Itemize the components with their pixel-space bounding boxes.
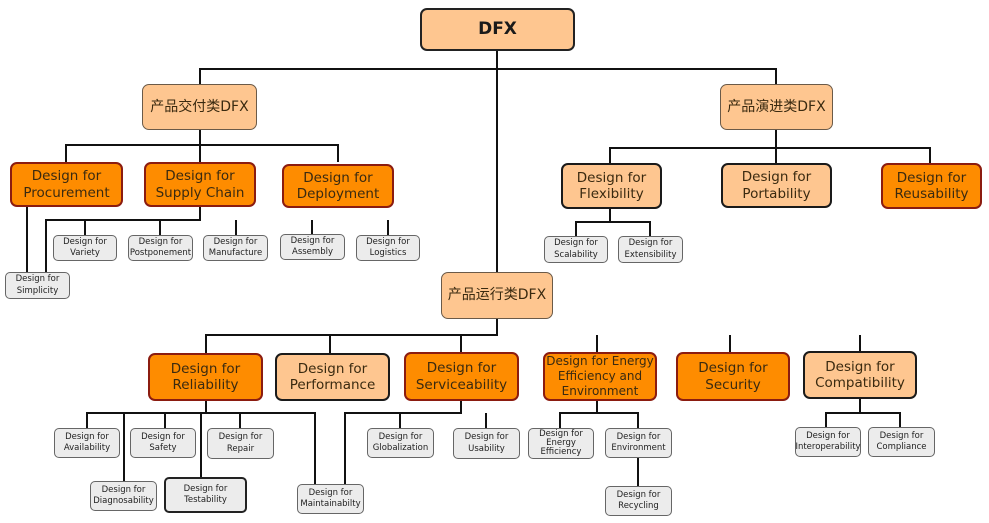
node-design-for-serviceability[interactable]: Design for Serviceability: [404, 352, 519, 401]
leaf-design-for-simplicity[interactable]: Design for Simplicity: [5, 272, 70, 299]
connector-reliability-leaves: [86, 401, 316, 484]
leaf-design-for-logistics[interactable]: Design for Logistics: [356, 235, 420, 261]
connector-compatibility-leaves: [825, 399, 901, 428]
leaf-design-for-repair[interactable]: Design for Repair: [207, 428, 274, 459]
leaf-design-for-safety[interactable]: Design for Safety: [130, 428, 196, 458]
node-design-for-procurement[interactable]: Design for Procurement: [10, 162, 123, 207]
node-design-for-reliability[interactable]: Design for Reliability: [148, 353, 263, 401]
node-design-for-portability[interactable]: Design for Portability: [721, 163, 832, 208]
node-design-for-performance[interactable]: Design for Performance: [275, 353, 390, 401]
leaf-design-for-availability[interactable]: Design for Availability: [54, 428, 120, 458]
leaf-design-for-extensibility[interactable]: Design for Extensibility: [618, 236, 683, 263]
leaf-design-for-compliance[interactable]: Design for Compliance: [868, 427, 935, 457]
connector-root-evolution: [199, 68, 777, 84]
connector-flexibility-leaves: [575, 209, 651, 236]
leaf-design-for-recycling[interactable]: Design for Recycling: [605, 486, 672, 516]
leaf-design-for-manufacture[interactable]: Design for Manufacture: [203, 235, 268, 261]
node-design-for-energy-efficiency-environment[interactable]: Design for Energy Efficiency and Environ…: [543, 352, 657, 401]
leaf-design-for-variety[interactable]: Design for Variety: [53, 235, 117, 261]
category-evolution-dfx[interactable]: 产品演进类DFX: [720, 84, 833, 130]
category-delivery-dfx[interactable]: 产品交付类DFX: [142, 84, 257, 130]
leaf-design-for-diagnosability[interactable]: Design for Diagnosability: [90, 481, 157, 511]
leaf-design-for-usability[interactable]: Design for Usability: [453, 428, 520, 459]
leaf-design-for-assembly[interactable]: Design for Assembly: [280, 234, 345, 260]
leaf-design-for-energy-efficiency[interactable]: Design for Energy Efficiency: [528, 428, 594, 459]
node-design-for-supply-chain[interactable]: Design for Supply Chain: [144, 162, 256, 207]
leaf-design-for-maintainability[interactable]: Design for Maintainabilty: [297, 484, 364, 514]
node-design-for-security[interactable]: Design for Security: [676, 352, 790, 401]
connector-supplychain-leaves: [45, 207, 389, 279]
connector-evolution-children: [609, 130, 931, 163]
leaf-design-for-interoperability[interactable]: Design for Interoperability: [795, 427, 861, 457]
leaf-design-for-testability[interactable]: Design for Testability: [164, 477, 247, 513]
node-design-for-reusability[interactable]: Design for Reusability: [881, 163, 982, 209]
connector-operation-children: [205, 319, 861, 353]
leaf-design-for-globalization[interactable]: Design for Globalization: [367, 428, 434, 458]
connector-serviceability-leaves: [344, 401, 487, 486]
connector-delivery-children: [65, 130, 339, 162]
leaf-design-for-scalability[interactable]: Design for Scalability: [544, 236, 608, 263]
node-design-for-deployment[interactable]: Design for Deployment: [282, 164, 394, 208]
root-node-dfx[interactable]: DFX: [420, 8, 575, 51]
leaf-design-for-environment[interactable]: Design for Environment: [605, 428, 672, 458]
connector-energy-leaves: [559, 401, 639, 486]
category-operation-dfx[interactable]: 产品运行类DFX: [441, 272, 553, 319]
node-design-for-compatibility[interactable]: Design for Compatibility: [803, 351, 917, 399]
leaf-design-for-postponement[interactable]: Design for Postponement: [128, 235, 193, 261]
node-design-for-flexibility[interactable]: Design for Flexibility: [561, 163, 662, 209]
